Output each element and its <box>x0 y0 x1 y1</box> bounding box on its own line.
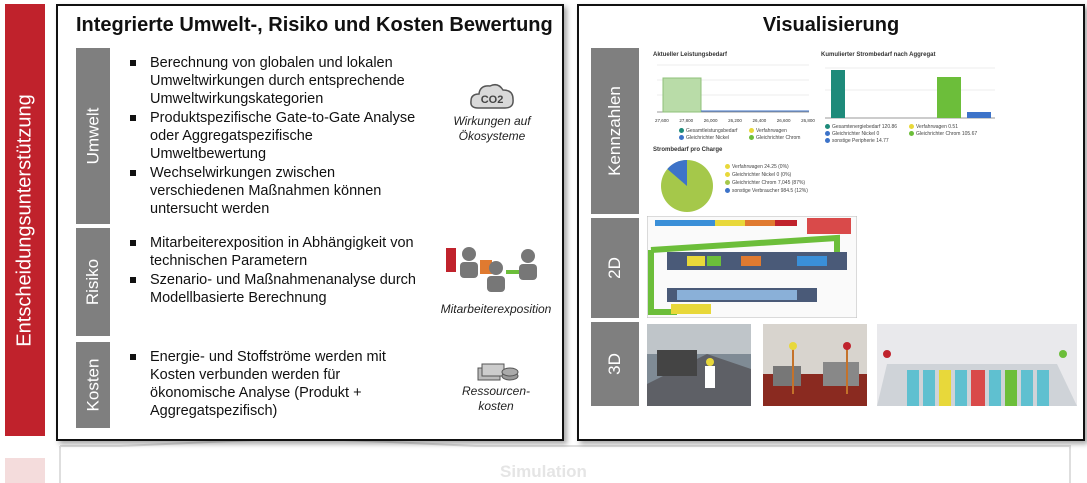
kosten-caption: Ressourcen-kosten <box>461 384 531 413</box>
list-item: Mitarbeiterexposition in Abhängigkeit vo… <box>126 234 426 270</box>
3d-view-1 <box>647 324 751 406</box>
3d-view-2 <box>763 324 867 406</box>
row-label-kennzahlen: Kennzahlen <box>591 48 639 214</box>
chart-per-batch-title: Strombedarf pro Charge <box>653 147 723 153</box>
resource-cost-icon <box>477 363 519 381</box>
assessment-panel: Integrierte Umwelt-, Risiko und Kosten B… <box>56 4 564 441</box>
list-item: Energie- und Stoffströme werden mit Kost… <box>126 348 426 420</box>
chart-cumulative-energy: Kumulierter Strombedarf nach Aggregat Ge… <box>819 50 999 160</box>
kosten-bullets: Energie- und Stoffströme werden mit Kost… <box>126 348 426 421</box>
decision-support-bar <box>5 4 45 436</box>
list-item: Wechselwirkungen zwischen verschiedenen … <box>126 164 426 218</box>
worker-exposure-icon <box>446 247 537 292</box>
chart-per-batch-pie <box>661 159 713 212</box>
umwelt-caption: Wirkungen auf Ökosysteme <box>453 114 531 143</box>
simulation-arrow <box>59 436 1071 483</box>
chart-cumulative-energy-plot <box>825 67 995 119</box>
2d-plant-layout <box>647 216 857 318</box>
row-label-2d: 2D <box>591 218 639 318</box>
list-item: Szenario- und Maßnahmenanalyse durch Mod… <box>126 271 426 307</box>
simulation-label: Simulation <box>500 462 587 481</box>
chart-current-power-plot <box>657 64 809 113</box>
chart-cumulative-energy-title: Kumulierter Strombedarf nach Aggregat <box>821 52 936 58</box>
section-label-risiko: Risiko <box>76 228 110 336</box>
visualization-panel: Visualisierung Kennzahlen 2D 3D Aktuelle… <box>577 4 1085 441</box>
risiko-caption: Mitarbeiterexposition <box>440 302 552 316</box>
list-item: Produktspezifische Gate-to-Gate Analyse … <box>126 109 426 163</box>
section-label-kosten: Kosten <box>76 342 110 428</box>
decision-support-label-box: Entscheidungsunterstützung <box>5 4 45 436</box>
chart-per-batch: Strombedarf pro Charge Verfahrwagen 24.2… <box>649 146 819 214</box>
decision-support-label: Entscheidungsunterstützung <box>13 93 36 347</box>
risiko-bullets: Mitarbeiterexposition in Abhängigkeit vo… <box>126 234 426 308</box>
co2-icon-text: CO2 <box>481 94 504 106</box>
row-label-3d: 3D <box>591 322 639 406</box>
umwelt-bullets: Berechnung von globalen und lokalen Umwe… <box>126 54 426 219</box>
assessment-title: Integrierte Umwelt-, Risiko und Kosten B… <box>76 14 553 36</box>
chart-current-power-title: Aktueller Leistungsbedarf <box>653 52 728 58</box>
visualization-title: Visualisierung <box>762 14 900 36</box>
co2-cloud-icon: CO2 <box>470 83 514 109</box>
section-label-umwelt: Umwelt <box>76 48 110 224</box>
list-item: Berechnung von globalen und lokalen Umwe… <box>126 54 426 108</box>
3d-view-3 <box>877 324 1077 406</box>
decision-support-bar-extension <box>5 458 45 483</box>
